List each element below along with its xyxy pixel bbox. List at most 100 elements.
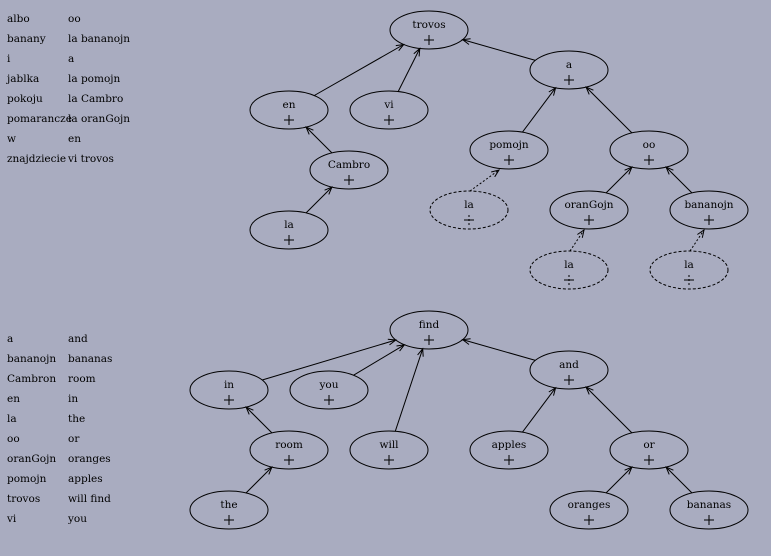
node-ellipse — [469, 130, 549, 170]
glossary-source-word: znajdziecie — [7, 153, 67, 165]
tree-node: apples — [469, 430, 549, 470]
glossary-source-word: en — [7, 393, 20, 405]
edge-line — [521, 387, 557, 433]
glossary-target-word: la Cambro — [68, 93, 124, 105]
glossary-target-word: la bananojn — [68, 33, 131, 45]
edge-line — [521, 87, 557, 133]
node-label: oo — [643, 139, 656, 151]
glossary-source-word: vi — [7, 513, 17, 525]
glossary-target-word: oranges — [68, 453, 111, 465]
node-label: you — [318, 379, 338, 391]
node-ellipse — [349, 430, 429, 470]
node-label: oranges — [568, 499, 611, 511]
node-ellipse — [249, 430, 329, 470]
tree-node: or — [609, 430, 689, 470]
tree-node: vi — [349, 90, 429, 130]
node-ellipse — [669, 490, 749, 530]
tree-node: find — [389, 310, 469, 350]
node-label: oranGojn — [564, 199, 613, 211]
tree-node: in — [189, 370, 269, 410]
edge-line — [585, 386, 633, 434]
glossary-target-word: apples — [68, 473, 103, 485]
edge-line — [605, 466, 633, 494]
tree-node: la — [249, 210, 329, 250]
edge-line — [462, 339, 536, 361]
edge-line — [262, 339, 396, 381]
node-ellipse — [609, 130, 689, 170]
node-ellipse — [609, 430, 689, 470]
tree-node: la — [649, 250, 729, 290]
glossary-target-word: and — [68, 333, 88, 345]
node-label: apples — [492, 439, 527, 451]
glossary-source-word: i — [7, 53, 11, 65]
tree-node: Cambro — [309, 150, 389, 190]
node-label: or — [643, 439, 655, 451]
node-ellipse — [389, 10, 469, 50]
edge-line — [469, 169, 500, 192]
tree-node: en — [249, 90, 329, 130]
tree-node: and — [529, 350, 609, 390]
node-label: will — [379, 439, 399, 451]
glossary-target-word: a — [68, 53, 75, 65]
node-ellipse — [529, 350, 609, 390]
node-label: trovos — [412, 19, 445, 31]
glossary-source-word: bananojn — [7, 353, 57, 365]
tree-node: you — [289, 370, 369, 410]
node-ellipse — [669, 190, 749, 230]
tree-node: will — [349, 430, 429, 470]
glossary-row: pomojn apples — [7, 469, 112, 489]
glossary-source-word: oo — [7, 433, 20, 445]
node-ellipse — [349, 90, 429, 130]
edge-layer — [305, 38, 705, 252]
edge-line — [305, 126, 333, 154]
node-label: and — [559, 359, 579, 371]
node-label: la — [284, 219, 294, 231]
glossary-target-word: en — [68, 133, 81, 145]
node-ellipse — [189, 490, 269, 530]
edge-line — [397, 48, 421, 92]
glossary-source-word: oranGojn — [7, 453, 57, 465]
edge-line — [665, 166, 693, 194]
glossary-source-word: trovos — [7, 493, 41, 505]
tree-node: pomojn — [469, 130, 549, 170]
edge-line — [245, 466, 273, 494]
node-label: find — [419, 319, 440, 331]
edge-line — [605, 166, 633, 194]
tree-node: a — [529, 50, 609, 90]
tree-node: bananojn — [669, 190, 749, 230]
node-ellipse — [549, 490, 629, 530]
node-label: room — [275, 439, 303, 451]
glossary-row: w en — [7, 129, 130, 149]
glossary-source-word: w — [7, 133, 16, 145]
edge-line — [353, 344, 405, 376]
node-label: en — [283, 99, 296, 111]
glossary-row: oranGojn oranges — [7, 449, 112, 469]
glossary-source-word: pomojn — [7, 473, 47, 485]
glossary-source-word: Cambron — [7, 373, 57, 385]
tree-node: la — [529, 250, 609, 290]
node-label: pomojn — [489, 139, 529, 151]
edge-arrowhead — [396, 344, 406, 352]
edge-line — [245, 406, 273, 434]
edge-arrowhead — [697, 228, 705, 238]
glossary-target-word: room — [68, 373, 96, 385]
glossary-source-word: albo — [7, 13, 30, 25]
node-label: Cambro — [328, 159, 370, 171]
edge-line — [394, 348, 424, 432]
edge-line — [314, 44, 404, 96]
tree-node: bananas — [669, 490, 749, 530]
